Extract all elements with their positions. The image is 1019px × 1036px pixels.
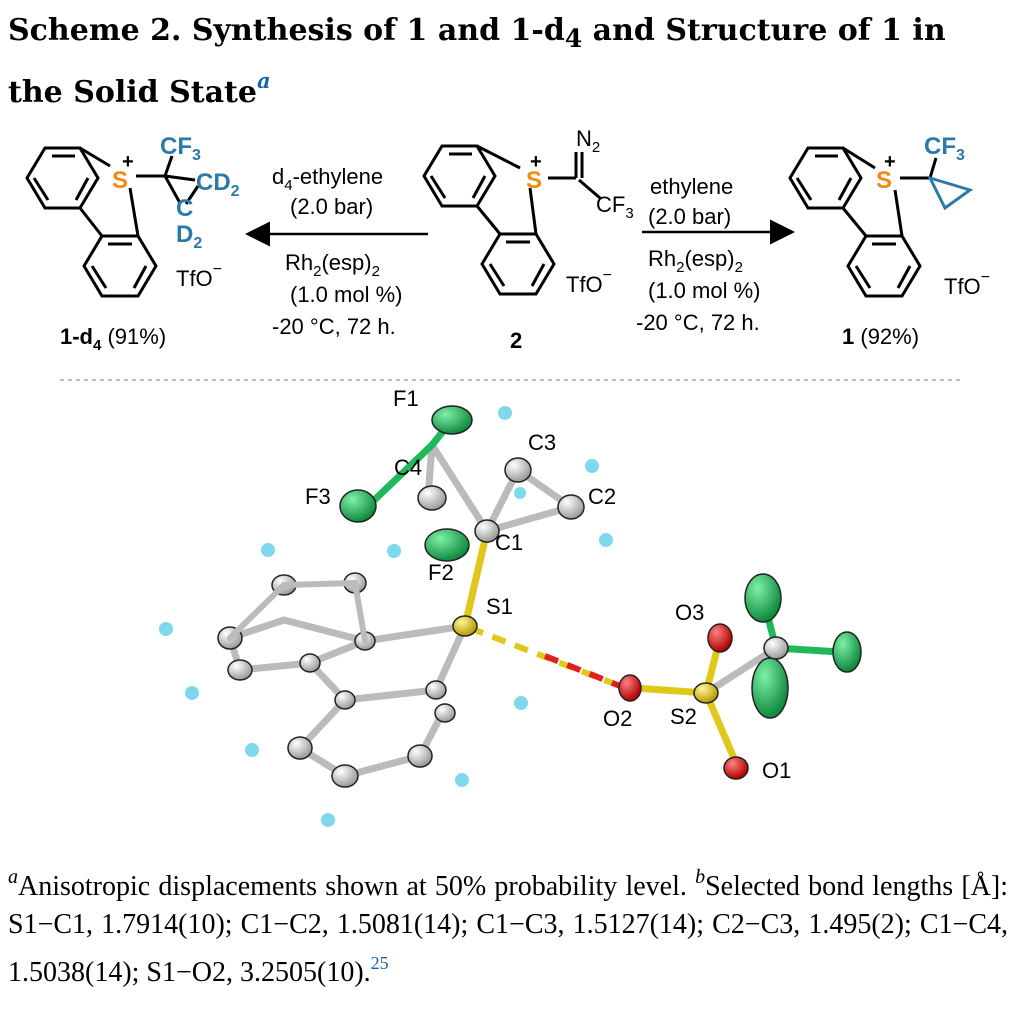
right-loading: (1.0 mol %): [648, 278, 760, 303]
scheme-figure: S + CF3 CD2 C D2 TfO− 1-d4 (91%) d4-ethy…: [25, 126, 990, 827]
molecule-1-d4: [25, 146, 200, 298]
title-footnote-marker: a: [257, 68, 271, 93]
right-reagent: ethylene: [650, 174, 733, 199]
center-sulfur: S: [526, 167, 542, 194]
right-sulfur: S: [876, 167, 892, 194]
left-counterion: TfO−: [176, 261, 222, 291]
right-compound-label: 1 (92%): [842, 324, 919, 349]
center-cf3: CF3: [596, 192, 634, 222]
left-reagent: d4-ethylene: [272, 164, 383, 194]
atom-label-f3: F3: [305, 484, 331, 509]
molecule-1: [788, 146, 974, 298]
left-cation-charge: +: [122, 151, 134, 173]
atom-label-s2: S2: [670, 704, 697, 729]
scheme-footnote: aAnisotropic displacements shown at 50% …: [8, 858, 1008, 992]
footnote-text-b: Selected bond lengths [Å]: S1−C1, 1.7914…: [8, 871, 1008, 988]
left-catalyst: Rh2(esp)2: [285, 250, 380, 280]
title-mid: and Structure of 1 in the Solid State: [8, 13, 946, 110]
left-c: C: [176, 195, 193, 222]
atom-label-o1: O1: [762, 758, 791, 783]
right-counterion: TfO−: [944, 269, 990, 299]
atom-label-c1: C1: [495, 530, 523, 555]
left-cd2: CD2: [196, 169, 240, 200]
atom-label-c3: C3: [528, 430, 556, 455]
left-temp-time: -20 °C, 72 h.: [272, 314, 396, 339]
atom-label-o2: O2: [603, 706, 632, 731]
center-n2: N2: [576, 126, 600, 156]
left-compound-label: 1-d4 (91%): [60, 324, 166, 354]
reference-link[interactable]: 25: [370, 953, 389, 973]
footnote-marker-a: a: [8, 866, 18, 888]
right-pressure: (2.0 bar): [648, 204, 731, 229]
center-counterion: TfO−: [566, 267, 612, 297]
right-temp-time: -20 °C, 72 h.: [636, 310, 760, 335]
right-cf3: CF3: [924, 133, 965, 164]
left-d2: D2: [176, 221, 202, 252]
atom-label-c4: C4: [394, 455, 422, 480]
atom-label-c2: C2: [588, 484, 616, 509]
right-cation-charge: +: [884, 151, 896, 173]
scheme-title: Scheme 2. Synthesis of 1 and 1-d4 and St…: [8, 10, 1008, 114]
left-sulfur: S: [112, 167, 128, 194]
center-compound-label: 2: [510, 328, 522, 353]
molecule-2: [422, 144, 601, 296]
title-main: Scheme 2. Synthesis of 1 and 1-d: [8, 13, 565, 48]
atom-label-s1: S1: [486, 594, 513, 619]
left-loading: (1.0 mol %): [290, 282, 402, 307]
crystal-structure: F1 C3 C4 F3 C2 C1 F2 S1 O3 O2 S2 O1: [159, 386, 862, 827]
footnote-text-a: Anisotropic displacements shown at 50% p…: [18, 871, 696, 902]
left-pressure: (2.0 bar): [290, 194, 373, 219]
left-cf3: CF3: [160, 133, 201, 164]
right-catalyst: Rh2(esp)2: [648, 246, 743, 276]
atom-label-f1: F1: [393, 386, 419, 411]
atom-label-f2: F2: [428, 560, 454, 585]
atom-label-o3: O3: [675, 600, 704, 625]
center-cation-charge: +: [530, 151, 542, 173]
footnote-marker-b: b: [695, 866, 706, 888]
title-sub: 4: [564, 24, 583, 53]
